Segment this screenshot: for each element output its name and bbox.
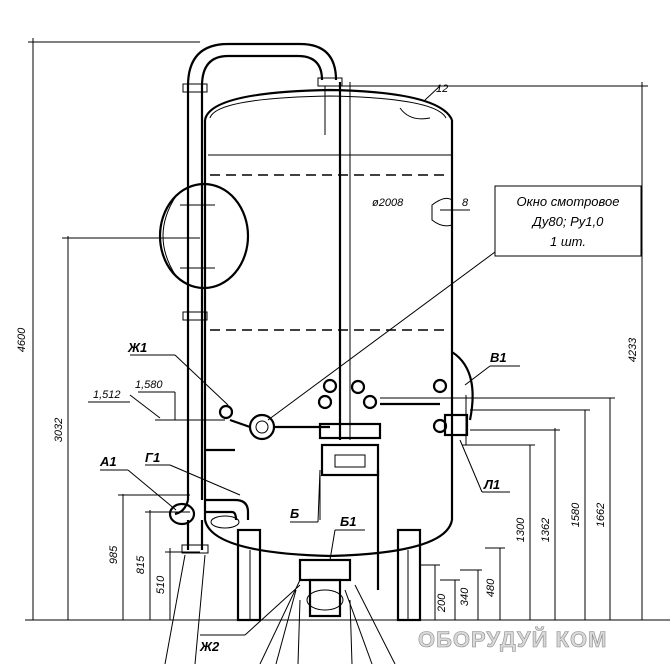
- label-b1: Б1: [340, 514, 356, 529]
- dim-4233: 4233: [627, 337, 639, 362]
- middle-piping: [205, 351, 475, 477]
- label-g1: Г1: [145, 450, 160, 465]
- dim-510: 510: [155, 575, 167, 594]
- dim-200: 200: [436, 593, 448, 613]
- dimension-texts: 4600 4233 3032 985 815 510 200 340 480 1…: [16, 83, 639, 613]
- dim-985: 985: [108, 545, 120, 564]
- supports: [164, 470, 422, 664]
- leader-lines: [100, 251, 520, 636]
- vessel-body: [203, 85, 470, 558]
- dim-815: 815: [135, 555, 147, 574]
- label-b: Б: [290, 506, 299, 521]
- callout-line-2: Ду80; Ру1,0: [531, 214, 604, 229]
- dim-top-12: 12: [436, 83, 448, 95]
- dim-1662: 1662: [595, 503, 607, 527]
- dim-wall-8: 8: [462, 197, 469, 209]
- side-manhole: [158, 182, 250, 290]
- dim-1362: 1362: [540, 518, 552, 542]
- callout-line-1: Окно смотровое: [517, 194, 620, 209]
- dim-3032: 3032: [53, 418, 65, 442]
- nozzle-labels: Ж1 В1 А1 Г1 Б Б1 Л1 Ж2: [99, 340, 507, 654]
- vertical-pipe-loop: [168, 42, 351, 554]
- dim-diameter: ø2008: [372, 197, 404, 209]
- dim-1580: 1580: [570, 502, 582, 527]
- label-a1: А1: [99, 454, 117, 469]
- dim-1300: 1300: [515, 517, 527, 542]
- dimension-lines: [25, 38, 670, 621]
- sight-glass-callout: Окно смотровое Ду80; Ру1,0 1 шт.: [494, 185, 642, 257]
- dim-1512: 1,512: [93, 389, 121, 401]
- label-zh1: Ж1: [127, 340, 147, 355]
- dim-480: 480: [485, 578, 497, 597]
- dim-1580-left: 1,580: [135, 379, 163, 391]
- callout-line-3: 1 шт.: [550, 234, 586, 249]
- watermark: ОБОРУДУЙ КОМ: [418, 627, 607, 652]
- label-l1: Л1: [483, 477, 500, 492]
- label-v1: В1: [490, 350, 507, 365]
- dim-4600: 4600: [16, 327, 28, 352]
- dim-340: 340: [459, 587, 471, 606]
- label-zh2: Ж2: [199, 639, 220, 654]
